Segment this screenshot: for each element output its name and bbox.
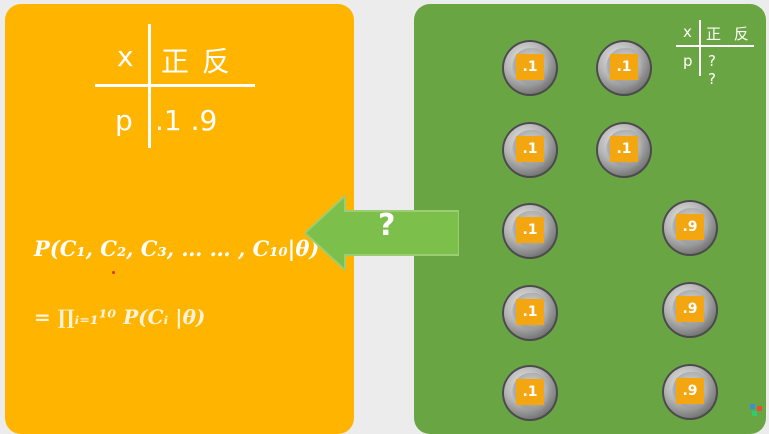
small-table-horizontal-divider — [676, 45, 754, 47]
coin-icon: .9 — [662, 200, 718, 256]
coin-icon: .1 — [596, 40, 652, 96]
left-arrow-icon — [305, 196, 459, 270]
small-table-x-label: x — [683, 23, 692, 41]
coin-icon: .1 — [502, 285, 558, 341]
logo-icon — [750, 404, 762, 416]
coin-icon: .9 — [662, 282, 718, 338]
table-horizontal-divider — [95, 84, 255, 87]
coin-probability-label: .9 — [676, 296, 704, 322]
unknown-probability-table: x 正 反 p ? ? — [676, 20, 754, 88]
table-x-label: x — [117, 40, 134, 73]
coin-probability-label: .1 — [516, 54, 544, 80]
coin-probability-label: .1 — [610, 136, 638, 162]
coin-icon: .1 — [502, 122, 558, 178]
small-table-p-label: p — [683, 52, 693, 70]
table-probabilities: .1 .9 — [155, 104, 218, 137]
coin-icon: .1 — [596, 122, 652, 178]
table-p-label: p — [115, 104, 133, 137]
joint-probability-formula: P(C₁, C₂, C₃, … … , C₁₀|θ) — [34, 236, 320, 261]
table-outcomes: 正 反 — [161, 45, 232, 78]
small-table-probabilities: ? ? — [708, 52, 725, 88]
coin-probability-label: .1 — [516, 136, 544, 162]
left-panel — [5, 4, 354, 434]
coin-probability-label: .1 — [610, 54, 638, 80]
coin-probability-label: .9 — [676, 214, 704, 240]
small-table-outcomes: 正 反 — [706, 25, 753, 43]
coin-icon: .1 — [502, 365, 558, 421]
probability-table: x 正 反 p .1 .9 — [95, 24, 255, 148]
coin-probability-label: .1 — [516, 299, 544, 325]
small-table-vertical-divider — [699, 20, 701, 76]
arrow-question-mark: ? — [378, 208, 396, 243]
coin-icon: .9 — [662, 364, 718, 420]
cursor-dot — [112, 271, 115, 274]
coin-icon: .1 — [502, 40, 558, 96]
coin-probability-label: .1 — [516, 217, 544, 243]
product-formula: = ∏ᵢ₌₁¹⁰ P(Cᵢ |θ) — [34, 305, 206, 329]
coin-icon: .1 — [502, 203, 558, 259]
coin-probability-label: .1 — [516, 379, 544, 405]
coin-probability-label: .9 — [676, 378, 704, 404]
